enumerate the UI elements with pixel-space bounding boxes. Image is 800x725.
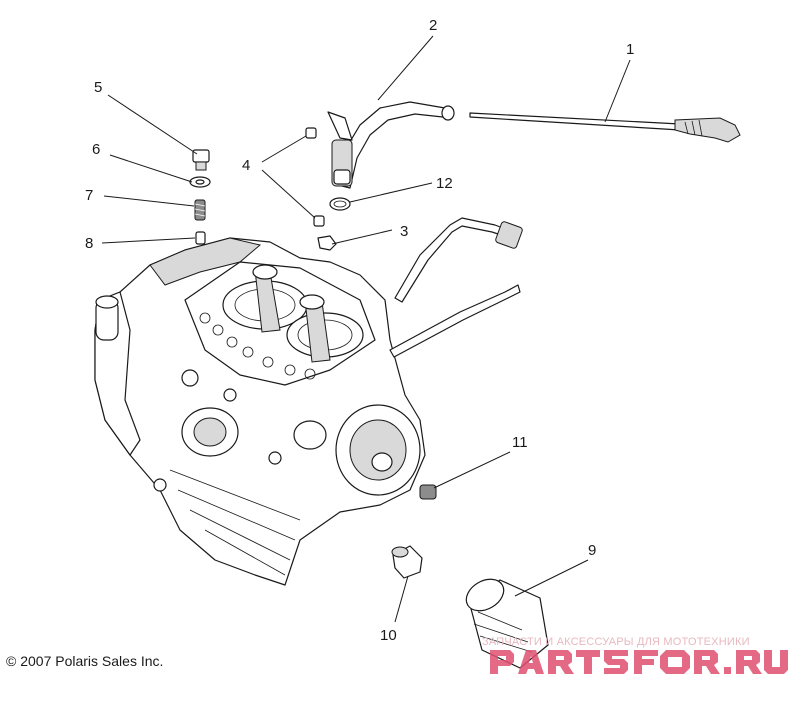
callout-6: 6: [92, 141, 100, 158]
part-12-o-ring: [329, 197, 351, 211]
callout-12: 12: [436, 175, 453, 192]
watermark-logo: [490, 650, 788, 674]
crankcase-assembly: [94, 237, 426, 586]
part-1-dipstick: [469, 112, 741, 143]
part-6-washer: [189, 176, 211, 188]
callout-5: 5: [94, 79, 102, 96]
part-7-spring: [194, 199, 206, 221]
callout-labels: 1 2 3 4 5 6 7 8 9 10 11 12: [85, 17, 634, 644]
callout-8: 8: [85, 235, 93, 252]
callout-10: 10: [380, 627, 397, 644]
watermark-tagline: ЗАПЧАСТИ И АКСЕССУАРЫ ДЛЯ МОТОТЕХНИКИ: [482, 636, 750, 648]
callout-2: 2: [429, 17, 437, 34]
part-11-plug: [419, 484, 437, 500]
breather-hoses: [389, 217, 523, 358]
part-8-pin: [195, 231, 206, 245]
leader-lines: [101, 35, 631, 623]
part-3-clip: [317, 235, 337, 251]
callout-9: 9: [588, 542, 596, 559]
callout-1: 1: [626, 41, 634, 58]
part-4-screws: [305, 127, 325, 227]
part-10-fitting: [391, 545, 423, 579]
callout-4: 4: [242, 157, 250, 174]
part-2-dipstick-tube: [327, 101, 455, 189]
callout-11: 11: [512, 434, 528, 451]
copyright-notice: © 2007 Polaris Sales Inc.: [6, 653, 164, 669]
callout-7: 7: [85, 187, 93, 204]
callout-3: 3: [400, 223, 408, 240]
part-5-drain-bolt: [192, 149, 210, 171]
part-9-oil-filter: [465, 578, 549, 669]
